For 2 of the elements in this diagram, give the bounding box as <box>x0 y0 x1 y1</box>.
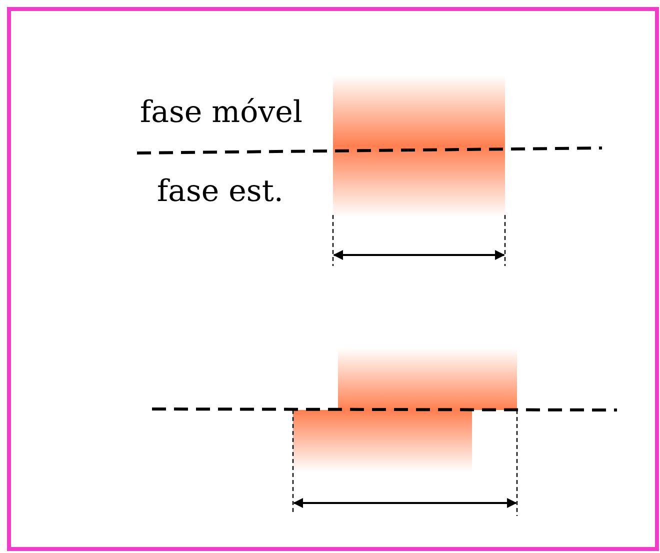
phase-label: fase móvel <box>140 98 302 128</box>
phase-label: fase est. <box>157 177 284 207</box>
